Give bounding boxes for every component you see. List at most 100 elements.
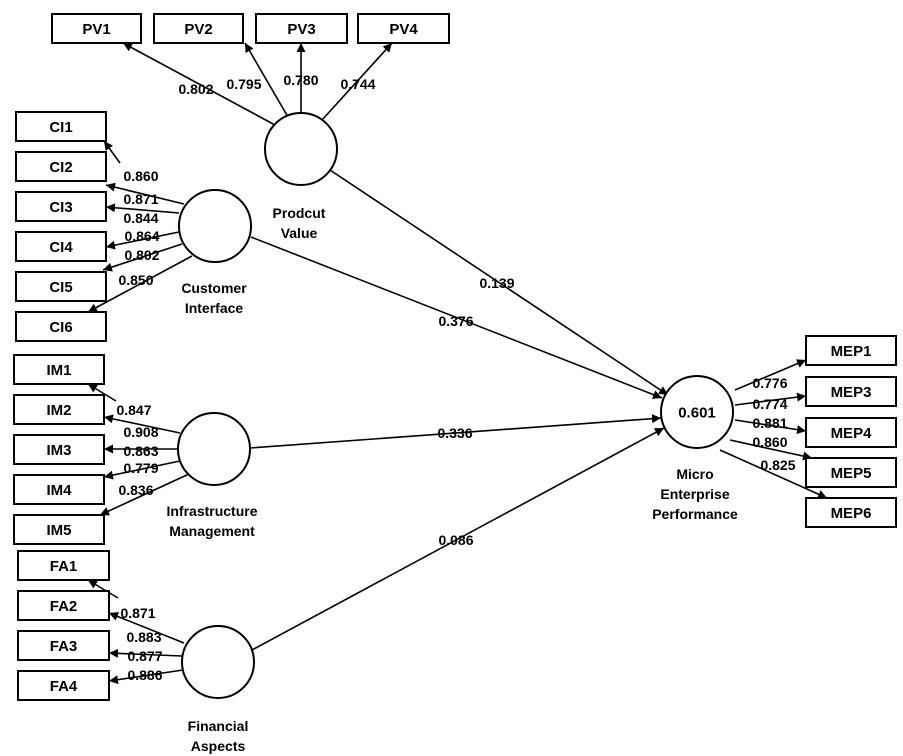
construct-circle [660,375,734,449]
indicator-im3: IM3 [13,434,105,465]
indicator-ci2: CI2 [15,151,107,182]
loading-value: 0.881 [752,415,787,431]
loading-value: 0.877 [127,648,162,664]
indicator-mep4: MEP4 [805,417,897,448]
indicator-box [13,514,105,545]
path-coefficient: 0.336 [437,425,472,441]
construct-label: Performance [652,506,738,522]
indicator-fa2: FA2 [17,590,110,621]
loading-arrow-ci6 [87,255,193,313]
indicator-label: MEP3 [831,384,872,401]
construct-label: Micro [676,466,713,482]
loading-value: 0.850 [118,272,153,288]
loading-arrow-fa2 [108,612,185,644]
loading-value: 0.863 [123,443,158,459]
indicator-label: CI6 [49,319,72,336]
indicator-label: IM2 [46,402,71,419]
path-coefficient: 0.139 [479,275,514,291]
loading-value: 0.779 [123,460,158,476]
loading-value: 0.860 [752,434,787,450]
indicator-mep5: MEP5 [805,457,897,488]
indicator-box [805,335,897,366]
indicator-box [51,13,142,44]
indicator-pv1: PV1 [51,13,142,44]
indicator-label: MEP1 [831,343,872,360]
indicator-im2: IM2 [13,394,105,425]
construct-label: Customer [181,280,247,296]
path-arrow-pv-mep [329,169,669,396]
indicator-box [15,191,107,222]
construct-label: Value [281,225,318,241]
indicator-label: FA3 [50,638,78,655]
indicator-label: CI1 [49,119,72,136]
indicator-box [805,417,897,448]
indicator-ci3: CI3 [15,191,107,222]
loading-arrow-ci5 [102,243,183,272]
indicator-box [17,670,110,701]
loading-arrow-ci3 [105,203,180,214]
indicator-mep6: MEP6 [805,497,897,528]
loading-value: 0.860 [123,168,158,184]
loading-arrow-ci2 [105,182,185,205]
indicator-box [13,434,105,465]
loading-arrow-pv2 [244,42,289,118]
indicator-box [17,630,110,661]
loading-arrow-fa1 [87,579,119,599]
construct-label: Interface [185,300,244,316]
construct-ci [178,189,252,263]
indicator-box [15,151,107,182]
indicator-im5: IM5 [13,514,105,545]
indicator-ci1: CI1 [15,111,107,142]
indicator-box [17,590,110,621]
loading-arrow-im4 [103,460,181,480]
indicator-im4: IM4 [13,474,105,505]
construct-label: Enterprise [660,486,729,502]
indicator-label: IM5 [46,522,71,539]
indicator-box [15,271,107,302]
loading-arrow-fa3 [108,648,183,658]
construct-label: Prodcut [273,205,326,221]
path-coefficient: 0.376 [438,313,473,329]
path-arrow-fa-mep [251,427,665,651]
loading-arrow-im2 [103,414,181,434]
indicator-fa1: FA1 [17,550,110,581]
indicator-label: CI5 [49,279,72,296]
indicator-box [13,474,105,505]
loading-value: 0.844 [123,210,158,226]
loading-value: 0.871 [120,605,155,621]
loading-value: 0.864 [124,228,159,244]
indicator-label: PV4 [389,21,418,38]
path-coefficient: 0.086 [438,532,473,548]
loading-value: 0.908 [123,424,158,440]
indicator-ci5: CI5 [15,271,107,302]
indicator-label: MEP5 [831,465,872,482]
construct-circle [181,625,255,699]
loading-arrow-pv4 [321,42,393,121]
indicator-label: MEP4 [831,425,873,442]
indicator-pv3: PV3 [255,13,348,44]
loading-arrow-mep3 [734,392,807,406]
loading-arrow-pv1 [122,42,276,126]
loading-value: 0.836 [118,482,153,498]
loading-value: 0.886 [127,667,162,683]
indicator-box [357,13,450,44]
loading-arrow-im1 [87,383,117,402]
loading-arrow-ci4 [105,231,180,250]
indicator-label: FA2 [50,598,78,615]
loading-arrow-mep4 [734,419,807,435]
indicator-box [15,111,107,142]
construct-circle [178,189,252,263]
loading-arrow-im5 [99,473,190,516]
construct-label: Management [169,523,255,539]
construct-circle [264,112,338,186]
construct-circle [177,412,251,486]
indicator-pv4: PV4 [357,13,450,44]
indicator-box [13,394,105,425]
loading-value: 0.795 [226,76,261,92]
path-arrow-ci-mep [250,236,663,399]
indicator-box [15,311,107,342]
loading-value: 0.776 [752,375,787,391]
loading-arrow-mep6 [719,449,828,499]
indicator-ci4: CI4 [15,231,107,262]
indicator-pv2: PV2 [153,13,244,44]
